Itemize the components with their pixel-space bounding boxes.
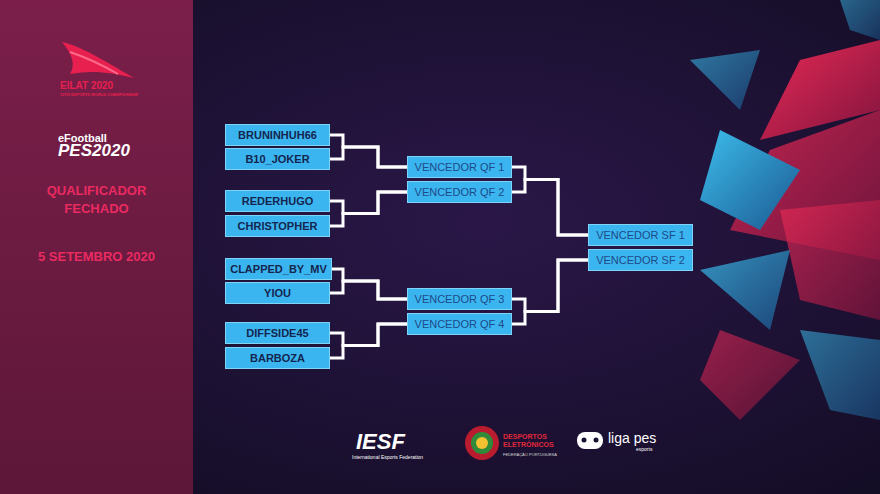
- winner-slot-box: VENCEDOR QF 2: [407, 181, 512, 203]
- player-box: YIOU: [225, 282, 330, 304]
- player-box: B10_JOKER: [225, 148, 330, 170]
- bracket-connector: [330, 281, 407, 299]
- logo-text: EILAT 2020: [60, 80, 113, 91]
- date-text: 5 SETEMBRO 2020: [0, 250, 193, 264]
- bracket-connector: [330, 135, 407, 167]
- logo-text: IESF: [356, 430, 405, 454]
- player-name: BARBOZA: [250, 353, 305, 364]
- bracket-connector: [330, 192, 407, 226]
- logo-subtext: 12TH ESPORTS WORLD CHAMPIONSHIP: [60, 93, 138, 97]
- logo-subtext: FEDERAÇÃO PORTUGUESA: [503, 453, 557, 457]
- slot-label: VENCEDOR QF 2: [415, 187, 505, 198]
- bracket-connector: [512, 260, 588, 312]
- player-name: CLAPPED_BY_MV: [230, 264, 327, 275]
- player-box: BARBOZA: [225, 347, 330, 369]
- player-name: REDERHUGO: [242, 196, 314, 207]
- bracket-connector: [512, 167, 588, 235]
- subtitle-text: QUALIFICADOR FECHADO: [0, 182, 193, 217]
- bracket-connector: [330, 147, 407, 167]
- logo-text: PES2020: [58, 142, 130, 161]
- player-box: REDERHUGO: [225, 190, 330, 212]
- player-name: CHRISTOPHER: [238, 221, 318, 232]
- winner-slot-box: VENCEDOR SF 1: [588, 224, 693, 246]
- slot-label: VENCEDOR QF 3: [415, 294, 505, 305]
- slot-label: VENCEDOR SF 2: [596, 255, 685, 266]
- player-box: CLAPPED_BY_MV: [225, 258, 332, 280]
- logo-subtext: International Esports Federation: [352, 455, 423, 461]
- player-name: BRUNINHUH66: [238, 130, 317, 141]
- bracket-connector: [330, 324, 407, 358]
- bracket-connector: [330, 192, 407, 214]
- player-name: DIFFSIDE45: [246, 328, 308, 339]
- player-box: DIFFSIDE45: [225, 322, 330, 344]
- logo-text: liga pes: [608, 431, 656, 446]
- bracket-connector: [330, 324, 407, 346]
- logo-subtext: esports: [636, 447, 652, 453]
- bracket-connector: [512, 180, 588, 236]
- player-name: YIOU: [264, 288, 291, 299]
- winner-slot-box: VENCEDOR QF 3: [407, 288, 512, 310]
- winner-slot-box: VENCEDOR QF 4: [407, 313, 512, 335]
- winner-slot-box: VENCEDOR SF 2: [588, 249, 693, 271]
- slot-label: VENCEDOR SF 1: [596, 230, 685, 241]
- slot-label: VENCEDOR QF 4: [415, 319, 505, 330]
- player-name: B10_JOKER: [245, 154, 309, 165]
- logo-text: DESPORTOS ELETRÓNICOS: [503, 433, 563, 448]
- winner-slot-box: VENCEDOR QF 1: [407, 156, 512, 178]
- player-box: CHRISTOPHER: [225, 215, 330, 237]
- player-box: BRUNINHUH66: [225, 124, 330, 146]
- slot-label: VENCEDOR QF 1: [415, 162, 505, 173]
- bracket-connector: [512, 260, 588, 324]
